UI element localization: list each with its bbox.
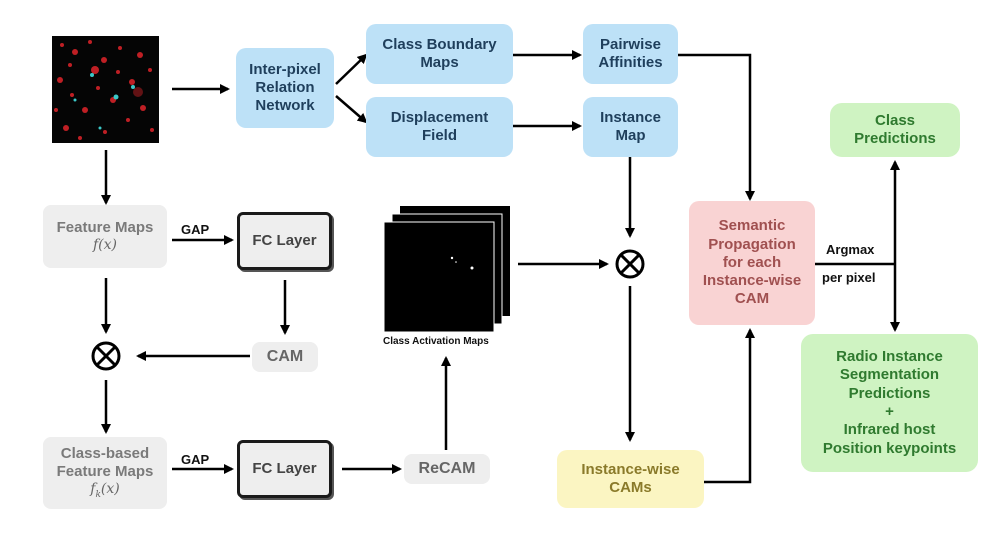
class-based-label: Class-based Feature Maps (56, 444, 154, 481)
per-pixel-label: per pixel (822, 270, 876, 285)
class-predictions: Class Predictions (830, 103, 960, 157)
feature-maps-label: Feature Maps (56, 218, 154, 236)
gap-label-2: GAP (181, 452, 210, 467)
cam-stack-image (383, 206, 510, 333)
otimes-operator-right (615, 249, 645, 279)
instance-wise-cams: Instance-wise CAMs (557, 450, 704, 508)
pairwise-affinities: Pairwise Affinities (583, 24, 678, 84)
feature-maps: Feature Maps f(x) (43, 205, 167, 268)
argmax-label: Argmax (826, 242, 875, 257)
cam-stack-caption: Class Activation Maps (383, 336, 489, 347)
recam-box: ReCAM (404, 454, 490, 484)
fc-layer-2: FC Layer (237, 440, 332, 498)
fc-layer-1: FC Layer (237, 212, 332, 270)
feature-maps-math: f(x) (92, 237, 117, 254)
class-based-feature-maps: Class-based Feature Maps fk(x) (43, 437, 167, 509)
gap-label-1: GAP (181, 222, 210, 237)
class-based-math: fk(x) (90, 481, 120, 501)
instance-map: Instance Map (583, 97, 678, 157)
cam-box: CAM (252, 342, 318, 372)
input-image (52, 36, 159, 143)
class-boundary-maps: Class Boundary Maps (366, 24, 513, 84)
displacement-field: Displacement Field (366, 97, 513, 157)
inter-pixel-relation-network: Inter-pixel Relation Network (236, 48, 334, 128)
radio-instance-segmentation-predictions: Radio Instance Segmentation Predictions … (801, 334, 978, 472)
otimes-operator-left (91, 341, 121, 371)
semantic-propagation: Semantic Propagation for each Instance-w… (689, 201, 815, 325)
